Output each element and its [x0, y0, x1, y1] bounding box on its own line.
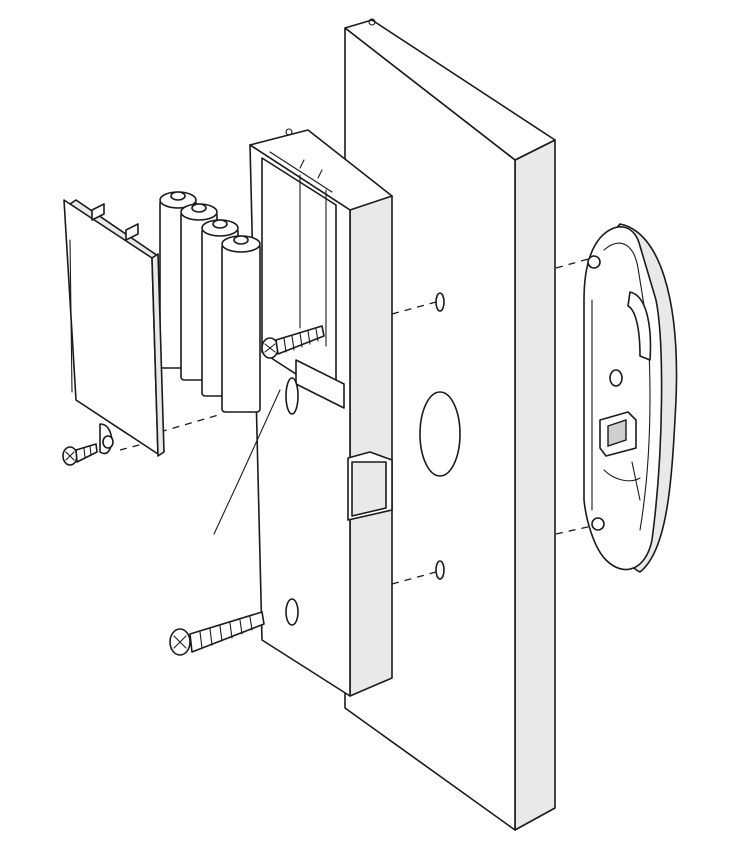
outside-escutcheon [583, 223, 678, 573]
mount-screw-upper [261, 325, 325, 359]
callout-leader-line [213, 389, 281, 535]
mount-screw-lower [169, 611, 265, 656]
door-hole-upper [435, 292, 445, 312]
lock-body-hole [285, 598, 299, 626]
battery-cover [63, 199, 165, 457]
door-hole-lower [435, 560, 445, 580]
cover-screw [62, 443, 98, 466]
battery-4 [221, 235, 261, 413]
lock-body [249, 128, 393, 697]
batteries [159, 191, 261, 413]
door-bore-hole [419, 391, 461, 477]
